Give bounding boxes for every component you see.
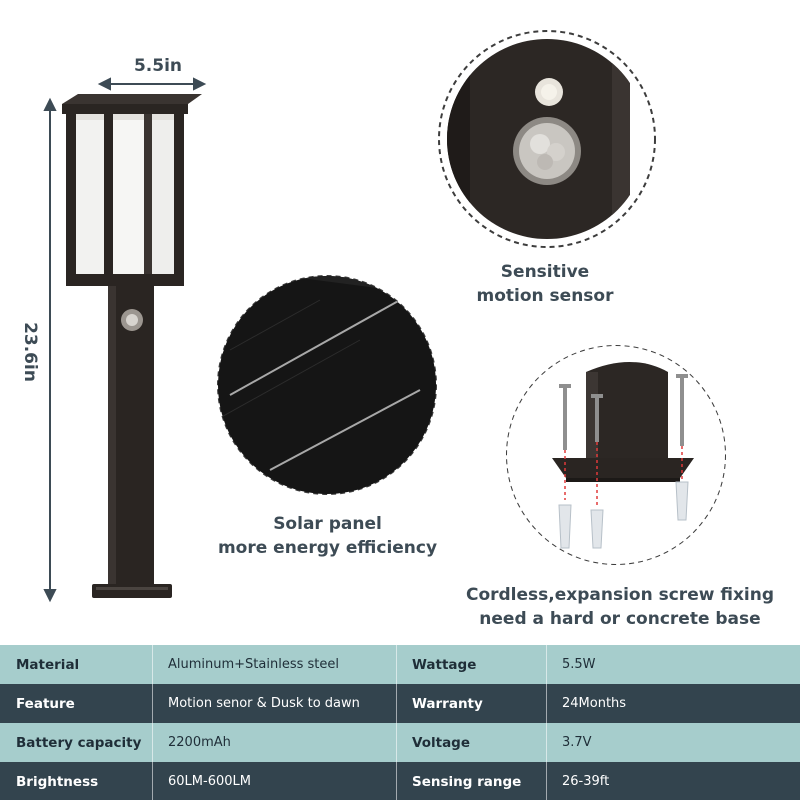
solar-panel-detail-circle [217, 275, 437, 495]
base-mounting-detail-circle [506, 345, 726, 565]
sensor-detail-circle [438, 30, 656, 248]
column-divider [546, 684, 547, 723]
base-mounting-caption: Cordless,expansion screw fixing need a h… [440, 583, 800, 631]
spec-value: 3.7V [562, 735, 592, 750]
spec-key: Brightness [16, 773, 99, 790]
spec-key: Sensing range [412, 773, 522, 790]
spec-value: 2200mAh [168, 735, 231, 750]
height-dimension-arrow [43, 97, 57, 603]
column-divider [396, 684, 397, 723]
expansion-anchor-icon [558, 481, 689, 549]
spec-value: 24Months [562, 696, 627, 711]
column-divider [396, 723, 397, 762]
lamp-lantern-head [62, 94, 202, 286]
table-row: Feature Motion senor & Dusk to dawn Warr… [0, 684, 800, 723]
lamp-post [92, 286, 172, 598]
caption-line: more energy efficiency [217, 538, 438, 558]
caption-line: Cordless,expansion screw fixing [465, 585, 775, 605]
spec-key: Voltage [412, 734, 470, 751]
table-row: Brightness 60LM-600LM Sensing range 26-3… [0, 762, 800, 800]
table-row: Battery capacity 2200mAh Voltage 3.7V [0, 723, 800, 762]
caption-line: Sensitive [500, 262, 590, 282]
caption-line: motion sensor [476, 286, 614, 306]
width-dimension-label: 5.5in [133, 56, 183, 76]
screw-icon [559, 374, 688, 450]
caption-line: Solar panel [273, 514, 382, 534]
spec-key: Material [16, 656, 80, 673]
width-dimension-arrow [97, 77, 207, 91]
spec-value: 5.5W [562, 657, 596, 672]
column-divider [152, 723, 153, 762]
spec-table: Material Aluminum+Stainless steel Wattag… [0, 645, 800, 800]
spec-value: Aluminum+Stainless steel [168, 657, 339, 672]
motion-sensor-caption: Sensitive motion sensor [440, 260, 650, 308]
spec-value: 60LM-600LM [168, 774, 251, 789]
spec-value: 26-39ft [562, 774, 610, 789]
column-divider [152, 645, 153, 684]
column-divider [396, 645, 397, 684]
spec-key: Warranty [412, 695, 483, 712]
table-row: Material Aluminum+Stainless steel Wattag… [0, 645, 800, 684]
height-dimension-label: 23.6in [20, 322, 40, 382]
column-divider [546, 723, 547, 762]
column-divider [396, 762, 397, 800]
column-divider [152, 762, 153, 800]
column-divider [152, 684, 153, 723]
spec-key: Feature [16, 695, 75, 712]
caption-line: need a hard or concrete base [479, 609, 761, 629]
column-divider [546, 645, 547, 684]
spec-value: Motion senor & Dusk to dawn [168, 696, 360, 711]
lamp-product-image [43, 30, 726, 603]
spec-key: Battery capacity [16, 734, 142, 751]
column-divider [546, 762, 547, 800]
spec-key: Wattage [412, 656, 477, 673]
solar-panel-caption: Solar panel more energy efficiency [195, 512, 460, 560]
